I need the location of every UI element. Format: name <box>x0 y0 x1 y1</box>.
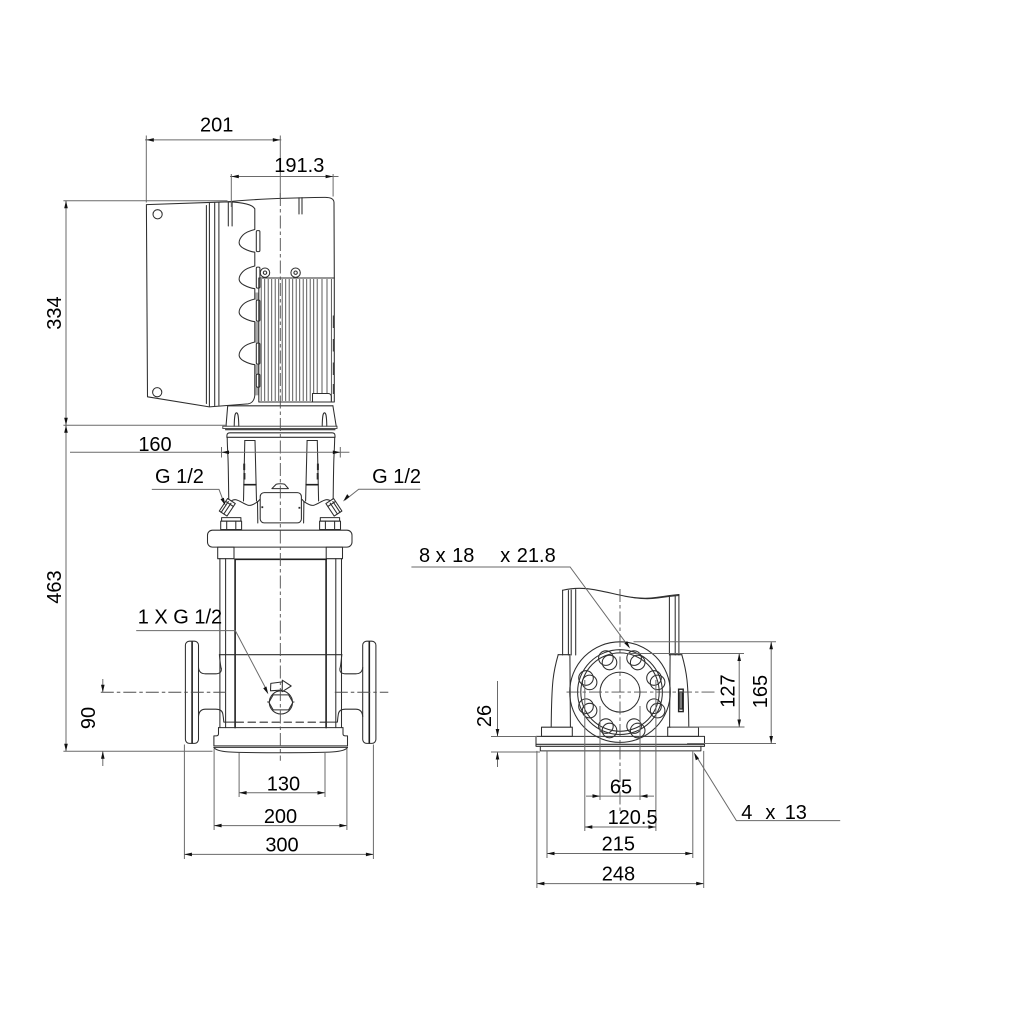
svg-text:130: 130 <box>267 773 300 795</box>
svg-text:463: 463 <box>44 570 66 603</box>
svg-text:18: 18 <box>452 545 474 567</box>
svg-text:201: 201 <box>200 115 233 137</box>
svg-text:160: 160 <box>138 434 171 456</box>
svg-text:x: x <box>436 545 446 567</box>
svg-text:215: 215 <box>602 834 635 856</box>
svg-text:13: 13 <box>785 802 807 824</box>
svg-text:8: 8 <box>419 545 430 567</box>
svg-text:1 X G 1/2: 1 X G 1/2 <box>138 607 223 629</box>
svg-text:65: 65 <box>610 776 632 798</box>
svg-text:21.8: 21.8 <box>517 545 556 567</box>
svg-text:90: 90 <box>78 707 100 729</box>
svg-text:200: 200 <box>264 806 297 828</box>
svg-text:x: x <box>765 802 775 824</box>
svg-text:248: 248 <box>602 864 635 886</box>
svg-text:G 1/2: G 1/2 <box>372 466 421 488</box>
svg-text:x: x <box>500 545 510 567</box>
svg-text:26: 26 <box>474 705 496 727</box>
svg-text:300: 300 <box>265 834 298 856</box>
svg-text:G 1/2: G 1/2 <box>155 466 204 488</box>
svg-text:334: 334 <box>44 296 66 329</box>
svg-text:127: 127 <box>718 674 740 707</box>
svg-text:165: 165 <box>750 675 772 708</box>
svg-text:191.3: 191.3 <box>274 155 324 177</box>
svg-text:120.5: 120.5 <box>608 807 658 829</box>
svg-text:4: 4 <box>741 802 752 824</box>
